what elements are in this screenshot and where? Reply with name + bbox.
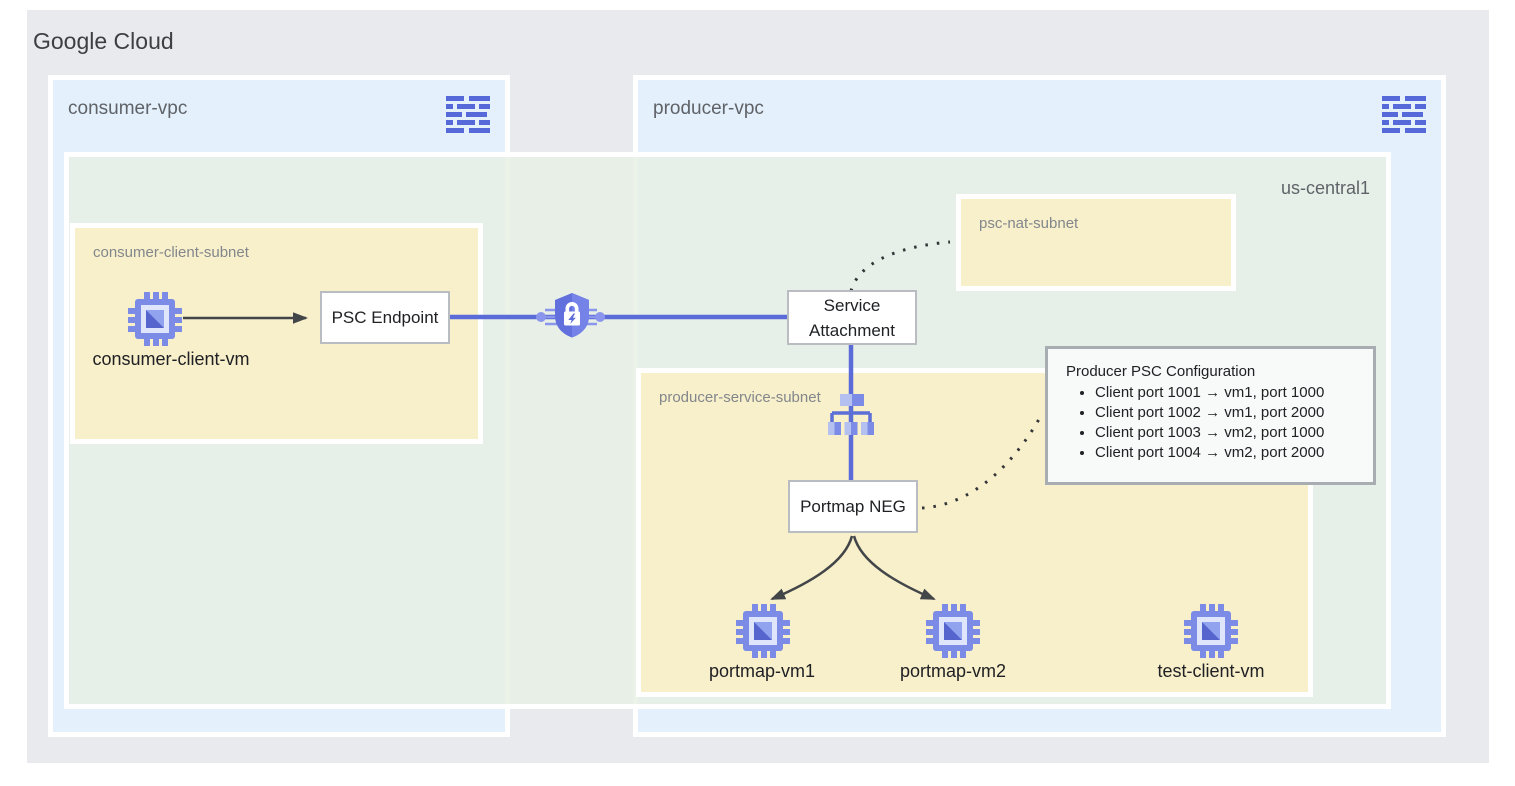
producer-vpc-label: producer-vpc	[653, 98, 764, 119]
psc-nat-subnet-label: psc-nat-subnet	[979, 215, 1079, 232]
consumer-vpc-label: consumer-vpc	[68, 98, 188, 119]
load-balancer-icon	[828, 390, 874, 436]
psc-nat-subnet-box: psc-nat-subnet	[956, 194, 1236, 291]
portmap-neg-node: Portmap NEG	[788, 480, 918, 533]
portmap-vm1-label: portmap-vm1	[708, 661, 816, 681]
service-attachment-node: Service Attachment	[787, 290, 917, 345]
psc-endpoint-node: PSC Endpoint	[320, 291, 450, 344]
config-item: Client port 1002 → vm1, port 2000	[1095, 403, 1373, 423]
compute-engine-icon	[926, 604, 980, 658]
producer-psc-config-box: Producer PSC Configuration Client port 1…	[1045, 346, 1376, 485]
compute-engine-icon	[1184, 604, 1238, 658]
psc-endpoint-label: PSC Endpoint	[331, 308, 439, 327]
compute-engine-icon	[128, 292, 182, 346]
consumer-client-subnet-label: consumer-client-subnet	[93, 244, 249, 261]
portmap-neg-label: Portmap NEG	[800, 497, 906, 516]
portmap-vm2-label: portmap-vm2	[899, 661, 1007, 681]
producer-service-subnet-label: producer-service-subnet	[659, 389, 821, 406]
service-attachment-label: Service Attachment	[809, 295, 895, 340]
test-client-vm-label: test-client-vm	[1157, 661, 1265, 681]
consumer-client-vm-label: consumer-client-vm	[92, 349, 250, 369]
config-item: Client port 1004 → vm2, port 2000	[1095, 443, 1373, 463]
psc-shield-lock-icon	[553, 292, 591, 338]
config-item: Client port 1003 → vm2, port 1000	[1095, 423, 1373, 443]
region-label: us-central1	[1280, 178, 1370, 198]
google-cloud-title: Google Cloud	[33, 28, 174, 54]
vpc-network-icon	[1382, 96, 1426, 134]
producer-psc-config-list: Client port 1001 → vm1, port 1000 Client…	[1048, 383, 1373, 463]
compute-engine-icon	[736, 604, 790, 658]
producer-psc-config-title: Producer PSC Configuration	[1066, 363, 1256, 380]
config-item: Client port 1001 → vm1, port 1000	[1095, 383, 1373, 403]
vpc-network-icon	[446, 96, 490, 134]
